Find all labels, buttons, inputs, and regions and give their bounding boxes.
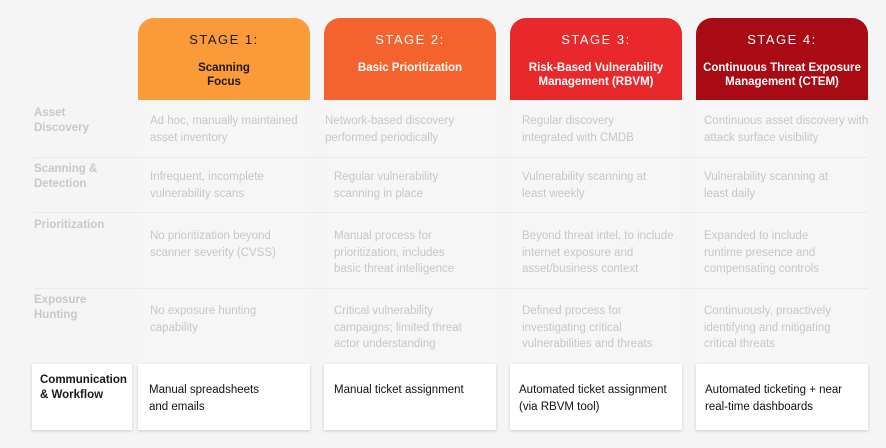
cell-communication-stage-3: Automated ticket assignment (via RBVM to… xyxy=(519,384,667,413)
stage-4-name: Continuous Threat Exposure Management (C… xyxy=(703,62,861,88)
cell-communication-stage-2: Manual ticket assignment xyxy=(334,384,464,396)
stage-4-column xyxy=(696,100,868,364)
cell-asset-discovery-stage-3: Regular discovery integrated with CMDB xyxy=(522,115,634,144)
row-divider xyxy=(34,212,868,213)
row-label-prioritization: Prioritization xyxy=(34,219,105,231)
cell-asset-discovery-stage-2: Network-based discovery performed period… xyxy=(325,115,455,144)
cell-communication-stage-4: Automated ticketing + near real-time das… xyxy=(705,384,843,413)
cell-hunting-stage-4: Continuously, proactively identifying an… xyxy=(704,305,831,350)
cell-scanning-stage-3: Vulnerability scanning at least weekly xyxy=(522,171,647,200)
cell-hunting-stage-1: No exposure hunting capability xyxy=(150,305,257,334)
stage-2-name: Basic Prioritization xyxy=(357,62,463,74)
communication-card-stage-2 xyxy=(324,364,496,430)
cell-prioritization-stage-4: Expanded to include runtime presence and… xyxy=(704,230,820,275)
stage-3-column xyxy=(510,100,682,364)
row-label-communication-workflow: Communication & Workflow xyxy=(40,374,127,401)
stage-1-header: STAGE 1: Scanning Focus xyxy=(138,18,310,100)
stage-2-header: STAGE 2: Basic Prioritization xyxy=(324,18,496,100)
communication-card-stage-3 xyxy=(510,364,682,430)
stage-1-name: Scanning Focus xyxy=(198,62,250,88)
cell-prioritization-stage-2: Manual process for prioritization, inclu… xyxy=(334,230,455,275)
stage-1-column xyxy=(138,100,310,364)
communication-card-stage-4 xyxy=(696,364,868,430)
cell-asset-discovery-stage-4: Continuous asset discovery with attack s… xyxy=(704,115,869,144)
communication-card-stage-1 xyxy=(138,364,310,430)
cell-hunting-stage-2: Critical vulnerability campaigns; limite… xyxy=(334,305,462,350)
stage-2-title: STAGE 2: xyxy=(375,32,445,47)
stage-3-name: Risk-Based Vulnerability Management (RBV… xyxy=(528,62,664,88)
cell-communication-stage-1: Manual spreadsheets and emails xyxy=(149,384,259,413)
cell-prioritization-stage-3: Beyond threat intel, to include internet… xyxy=(522,230,674,275)
cell-scanning-stage-4: Vulnerability scanning at least daily xyxy=(704,171,829,200)
row-label-exposure-hunting: Exposure Hunting xyxy=(34,294,87,321)
stage-3-header: STAGE 3: Risk-Based Vulnerability Manage… xyxy=(510,18,682,100)
communication-row-label-card xyxy=(32,364,132,430)
stage-4-header: STAGE 4: Continuous Threat Exposure Mana… xyxy=(696,18,868,100)
stage-2-column xyxy=(324,100,496,364)
row-divider xyxy=(34,157,868,158)
row-divider xyxy=(34,288,868,289)
row-label-scanning-detection: Scanning & Detection xyxy=(34,163,98,190)
cell-prioritization-stage-1: No prioritization beyond scanner severit… xyxy=(150,230,276,259)
stage-1-title: STAGE 1: xyxy=(189,32,259,47)
cell-scanning-stage-2: Regular vulnerability scanning in place xyxy=(334,171,439,200)
cell-hunting-stage-3: Defined process for investigating critic… xyxy=(522,305,653,350)
row-label-asset-discovery: Asset Discovery xyxy=(34,107,89,134)
stage-4-title: STAGE 4: xyxy=(747,32,817,47)
cell-scanning-stage-1: Infrequent, incomplete vulnerability sca… xyxy=(150,171,264,200)
cell-asset-discovery-stage-1: Ad hoc, manually maintained asset invent… xyxy=(150,115,298,144)
stage-3-title: STAGE 3: xyxy=(561,32,631,47)
